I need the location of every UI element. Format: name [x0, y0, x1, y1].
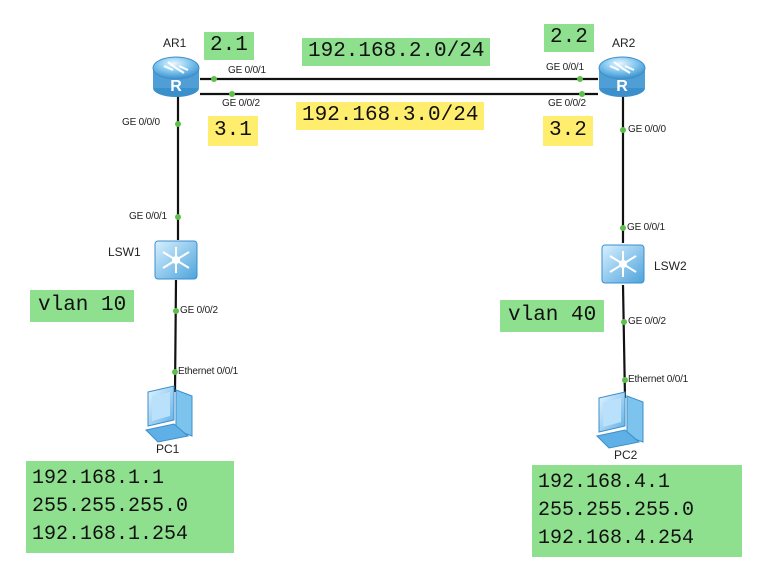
- port-dot: [173, 308, 179, 314]
- pc2-icon[interactable]: [595, 391, 644, 449]
- svg-text:R: R: [170, 78, 182, 95]
- port-dot: [577, 76, 583, 82]
- port-dot: [621, 319, 627, 325]
- port-label-ar2-ge002: GE 0/0/2: [548, 98, 586, 109]
- port-dot: [175, 214, 181, 220]
- network-192-168-3-0-label: 192.168.3.0/24: [296, 102, 485, 130]
- switch-lsw2-icon[interactable]: [601, 244, 645, 284]
- port-label-lsw1-ge001: GE 0/0/1: [129, 211, 167, 222]
- pc2-ip-config: 192.168.4.1 255.255.255.0 192.168.4.254: [532, 465, 742, 557]
- port-label-lsw1-ge002: GE 0/0/2: [180, 305, 218, 316]
- port-label-ar1-ge001: GE 0/0/1: [228, 65, 266, 76]
- device-label-lsw1: LSW1: [108, 245, 141, 259]
- router-ar1-icon[interactable]: R: [152, 56, 200, 97]
- link-lsw1-pc1: [173, 279, 178, 393]
- vlan-10-label: vlan 10: [30, 290, 135, 322]
- port-dot: [211, 76, 217, 82]
- port-label-ar2-ge001: GE 0/0/1: [546, 62, 584, 73]
- ar2-ip-3-2-badge: 3.2: [543, 116, 593, 146]
- network-192-168-2-0-label: 192.168.2.0/24: [302, 38, 491, 66]
- pc1-subnet-mask: 255.255.255.0: [32, 495, 189, 518]
- ar1-ip-2-1-badge: 2.1: [204, 32, 254, 60]
- pc1-gateway: 192.168.1.254: [32, 523, 189, 546]
- ar1-ip-3-1-badge: 3.1: [208, 116, 258, 146]
- pc1-ip-address: 192.168.1.1: [32, 467, 165, 490]
- pc2-gateway: 192.168.4.254: [538, 527, 695, 550]
- device-label-ar1: AR1: [163, 36, 187, 50]
- port-dot: [175, 121, 181, 127]
- device-label-pc1: PC1: [156, 442, 180, 456]
- port-label-ar1-ge002: GE 0/0/2: [222, 98, 260, 109]
- ar2-ip-2-2-badge: 2.2: [544, 24, 594, 52]
- device-label-lsw2: LSW2: [654, 259, 687, 273]
- port-label-ar2-ge000: GE 0/0/0: [628, 124, 666, 135]
- device-label-ar2: AR2: [612, 36, 636, 50]
- pc1-ip-config: 192.168.1.1 255.255.255.0 192.168.1.254: [26, 461, 234, 553]
- port-label-ar1-ge000: GE 0/0/0: [122, 117, 160, 128]
- port-dot: [620, 127, 626, 133]
- pc2-ip-address: 192.168.4.1: [538, 471, 671, 494]
- vlan-40-label: vlan 40: [500, 300, 605, 332]
- port-dots: [172, 76, 628, 383]
- device-label-pc2: PC2: [614, 448, 638, 462]
- port-label-pc2-eth: Ethernet 0/0/1: [628, 374, 689, 385]
- pc1-icon[interactable]: [144, 385, 193, 443]
- router-ar2-icon[interactable]: R: [598, 56, 646, 97]
- port-dot: [579, 91, 585, 97]
- port-dot: [172, 369, 178, 375]
- port-label-lsw2-ge002: GE 0/0/2: [628, 316, 666, 327]
- port-dot: [622, 377, 628, 383]
- pc2-subnet-mask: 255.255.255.0: [538, 499, 695, 522]
- port-dot: [229, 91, 235, 97]
- port-label-pc1-eth: Ethernet 0/0/1: [178, 366, 239, 377]
- svg-text:R: R: [616, 78, 628, 95]
- port-label-lsw2-ge001: GE 0/0/1: [627, 222, 665, 233]
- switch-lsw1-icon[interactable]: [154, 240, 198, 280]
- port-dot: [620, 225, 626, 231]
